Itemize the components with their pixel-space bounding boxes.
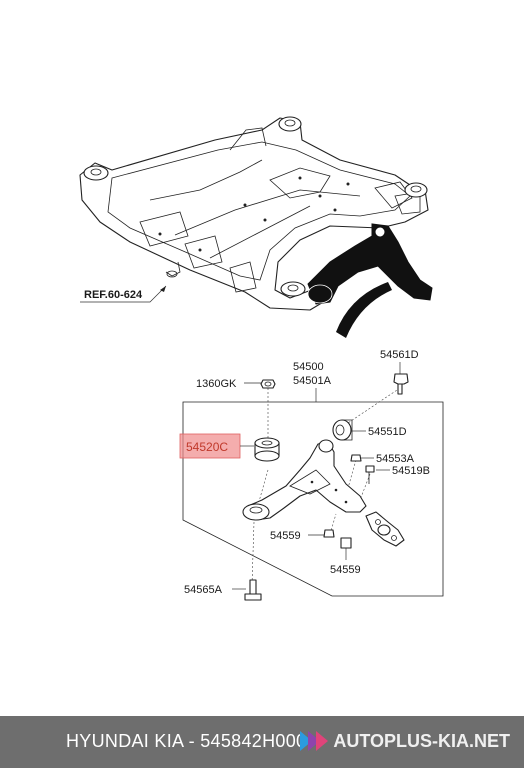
label-54519b: 54519B bbox=[392, 465, 430, 477]
caption-bar: HYUNDAI KIA - 545842H000 AUTOPLUS-KIA.NE… bbox=[0, 716, 524, 768]
nut-1360gk bbox=[260, 379, 276, 389]
nut-54553a bbox=[350, 454, 362, 462]
bolt-54561d bbox=[393, 373, 409, 395]
label-54520c: 54520C bbox=[186, 440, 228, 454]
label-54501a: 54501A bbox=[293, 375, 332, 387]
part-number-caption: HYUNDAI KIA - 545842H000 bbox=[66, 731, 307, 751]
parts-diagram: REF.60-624 54500 54501A 1360GK 54561D 54… bbox=[79, 116, 444, 601]
label-54559-bottom: 54559 bbox=[330, 564, 361, 576]
label-1360gk: 1360GK bbox=[196, 378, 237, 390]
watermark-text: AUTOPLUS-KIA.NET bbox=[333, 730, 510, 751]
bolt-54565a bbox=[244, 579, 262, 601]
nut-54559-bottom bbox=[340, 537, 352, 549]
reference-label: REF.60-624 bbox=[84, 289, 143, 301]
lower-control-arm bbox=[242, 439, 367, 521]
label-54551d: 54551D bbox=[368, 426, 407, 438]
lower-arm-on-subframe bbox=[307, 223, 433, 338]
bushing-54551d bbox=[332, 419, 353, 441]
exploded-lower-arm: 54500 54501A 1360GK 54561D 54551D 54553A… bbox=[179, 349, 444, 601]
label-54553a: 54553A bbox=[376, 453, 415, 465]
ball-joint-bracket bbox=[365, 511, 405, 547]
crossmember-subframe bbox=[79, 116, 429, 311]
nut-54559-left bbox=[323, 529, 335, 538]
label-54500: 54500 bbox=[293, 361, 324, 373]
watermark: AUTOPLUS-KIA.NET bbox=[298, 728, 510, 754]
label-54565a: 54565A bbox=[184, 584, 223, 596]
label-54561d: 54561D bbox=[380, 349, 419, 361]
label-54559-left: 54559 bbox=[270, 530, 301, 542]
highlighted-part-54520c[interactable]: 54520C bbox=[179, 433, 254, 459]
play-arrows-icon bbox=[300, 731, 329, 751]
bolt-54519b bbox=[365, 465, 375, 484]
bushing-54520c bbox=[254, 437, 280, 462]
reference-callout: REF.60-624 bbox=[80, 285, 167, 303]
